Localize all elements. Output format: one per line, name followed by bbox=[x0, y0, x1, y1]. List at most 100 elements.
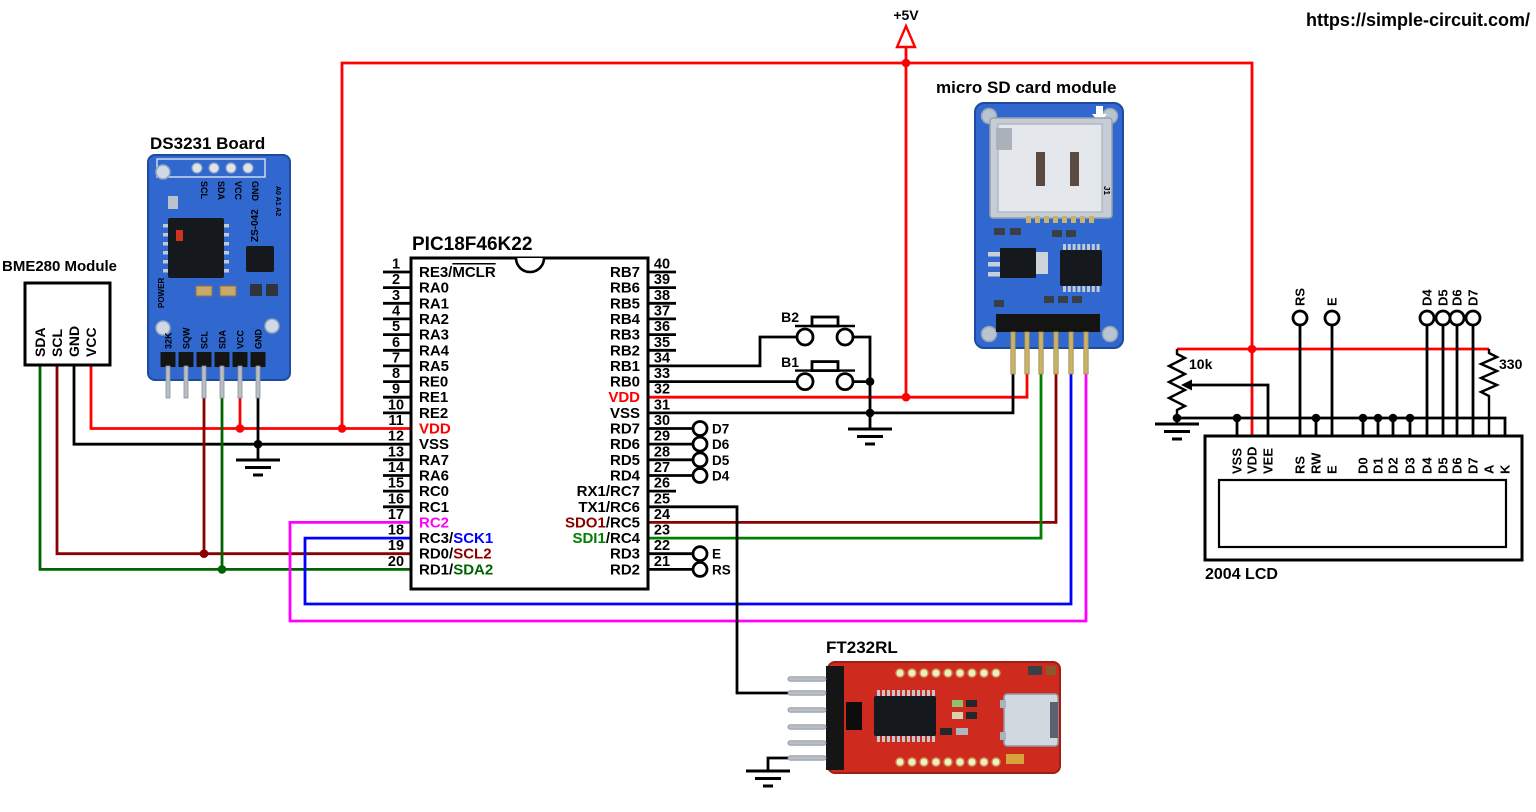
sd-regulator bbox=[1000, 248, 1036, 278]
wire-pin31-sdgnd bbox=[648, 374, 1015, 415]
header-connector-icon bbox=[1448, 309, 1466, 327]
ft232-header-pin bbox=[787, 740, 827, 746]
lcd-signal-label: D7 bbox=[1466, 289, 1481, 306]
mcu-pin-number: 13 bbox=[388, 444, 404, 460]
header-connector-icon bbox=[1418, 309, 1436, 327]
bme-pin-label: SCL bbox=[49, 329, 65, 357]
sd-chip-leg bbox=[1091, 244, 1095, 250]
lcd-pin-label: RS bbox=[1293, 456, 1308, 474]
header-connector-icon bbox=[1323, 309, 1341, 327]
mcu-pin-label: RB3 bbox=[610, 327, 640, 344]
lcd-screen bbox=[1217, 478, 1508, 549]
mcu-pin-number: 21 bbox=[654, 554, 670, 570]
sd-socket-pad bbox=[1071, 216, 1076, 223]
sd-res bbox=[1058, 296, 1068, 303]
mcu-pin-label: RB5 bbox=[610, 295, 640, 312]
ft232-chip-leg bbox=[887, 736, 890, 742]
lcd-pin-label: D0 bbox=[1356, 457, 1371, 474]
wire-5v-rail bbox=[340, 61, 1254, 436]
ds3231-smd bbox=[168, 196, 178, 209]
bme280-title: BME280 Module bbox=[2, 258, 117, 275]
mcu-pin-label: RB4 bbox=[610, 311, 641, 328]
mcu-pin-number: 7 bbox=[392, 350, 400, 366]
connector-label: E bbox=[712, 547, 721, 562]
bme-pin-label: SDA bbox=[32, 327, 48, 357]
ft232-chip-leg bbox=[932, 736, 935, 742]
lcd-gnd-stubs bbox=[1235, 418, 1412, 436]
ft232-chip-leg bbox=[887, 690, 890, 696]
mcu-pin-number: 18 bbox=[388, 523, 404, 539]
mcu-pin-number: 15 bbox=[388, 476, 404, 492]
sd-chip-leg bbox=[1096, 244, 1100, 250]
lcd-signal-label: D4 bbox=[1420, 289, 1435, 306]
mcu-pin-number: 33 bbox=[654, 366, 670, 382]
wire-sda-bus bbox=[38, 365, 411, 571]
pot-label: 10k bbox=[1189, 356, 1213, 372]
lcd-pin-label: VSS bbox=[1230, 448, 1245, 474]
ft232-chip-leg bbox=[912, 690, 915, 696]
connector-label: D4 bbox=[712, 469, 730, 484]
ds3231-chip-leg bbox=[163, 224, 168, 228]
ds3231-bottom-pin-label: SDA bbox=[218, 329, 228, 349]
ds3231-bottom-pin-label: SCL bbox=[200, 330, 210, 349]
ds3231-header-block bbox=[196, 352, 212, 367]
bme280-body bbox=[23, 281, 112, 367]
ds3231-pin bbox=[219, 365, 225, 399]
ground-icon bbox=[746, 769, 790, 788]
sd-socket-lid bbox=[997, 123, 1103, 213]
ft232-title: FT232RL bbox=[826, 638, 898, 657]
ft232-hole bbox=[967, 668, 977, 678]
mcu-pin-number: 3 bbox=[392, 288, 400, 304]
mcu-pin-number: 16 bbox=[388, 491, 404, 507]
lcd-pin-label: VDD bbox=[1245, 447, 1260, 474]
ds3231-chip-leg bbox=[224, 251, 229, 255]
header-connector-icon bbox=[1434, 309, 1452, 327]
wire-rc2-cs bbox=[288, 374, 1088, 623]
ft232-chip-leg bbox=[917, 690, 920, 696]
lcd-signal-label: D5 bbox=[1436, 289, 1451, 306]
ft232-usb-crimp bbox=[1000, 732, 1006, 740]
mcu-pin-label: RD2 bbox=[610, 561, 640, 578]
ft232-usb-crimp bbox=[1000, 700, 1006, 708]
ds3231-top-pad bbox=[242, 162, 254, 174]
ds3231-bottom-pin-label: 32K bbox=[164, 332, 174, 349]
junction-dot bbox=[199, 549, 209, 558]
ft232-chip-leg bbox=[902, 736, 905, 742]
header-connector-icon bbox=[691, 561, 709, 578]
signal-wires bbox=[38, 335, 1088, 770]
ft232-chip-leg bbox=[917, 736, 920, 742]
mcu-pin-number: 10 bbox=[388, 397, 404, 413]
mcu-pin-label: RC3/SCK1 bbox=[419, 530, 493, 547]
mcu-pin-number: 28 bbox=[654, 444, 670, 460]
mcu-pin-number: 5 bbox=[392, 319, 400, 335]
ft232-cap bbox=[1006, 754, 1024, 764]
sd-header-pin bbox=[1024, 331, 1030, 375]
junction-dot bbox=[217, 565, 227, 574]
ft232-res bbox=[956, 728, 968, 735]
wire-sdo-mosi bbox=[648, 374, 1058, 524]
mcu-pin-label: RX1/RC7 bbox=[577, 483, 640, 500]
ft232-chip-leg bbox=[902, 690, 905, 696]
sd-socket-spring bbox=[996, 128, 1012, 150]
mcu-pin-number: 26 bbox=[654, 476, 670, 492]
junction-dot bbox=[1405, 413, 1415, 423]
ft232-hole bbox=[991, 757, 1001, 767]
pot-wiper-arrow-icon bbox=[1181, 379, 1192, 391]
sd-chip-leg bbox=[1067, 286, 1071, 292]
mcu-pin-number: 36 bbox=[654, 319, 670, 335]
mcu-body bbox=[409, 256, 650, 591]
ft232-hole bbox=[991, 668, 1001, 678]
ft232-hole bbox=[967, 757, 977, 767]
b1-label: B1 bbox=[781, 354, 799, 370]
mcu-pin-number: 29 bbox=[654, 429, 670, 445]
ds3231-pin bbox=[255, 365, 261, 399]
mcu-notch bbox=[514, 257, 546, 274]
site-url: https://simple-circuit.com/ bbox=[1306, 10, 1530, 30]
sd-header-pin bbox=[1053, 331, 1059, 375]
b2-terminal bbox=[795, 327, 815, 347]
ds3231-bottom-pin-label: GND bbox=[254, 329, 264, 350]
junction-dot bbox=[337, 424, 347, 433]
lcd-signal-label: D6 bbox=[1450, 289, 1465, 306]
